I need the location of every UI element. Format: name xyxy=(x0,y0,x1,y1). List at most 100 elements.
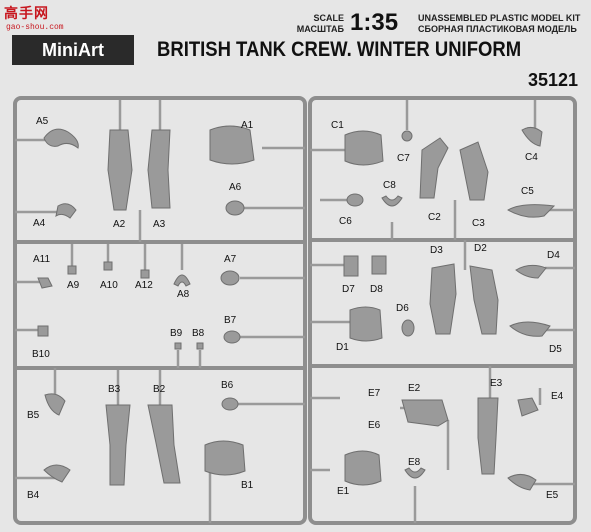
part-c2-leg xyxy=(419,137,449,199)
part-c5-hand xyxy=(506,204,556,218)
sprue-left-frame xyxy=(13,96,307,525)
part-d6-head xyxy=(401,319,415,337)
label-b4: B4 xyxy=(27,490,40,501)
scale-value: 1:35 xyxy=(350,9,399,36)
part-c4-hand xyxy=(521,126,543,147)
part-b1-torso xyxy=(204,440,246,476)
part-c8 xyxy=(381,195,403,207)
label-b2: B2 xyxy=(153,384,166,395)
part-d7 xyxy=(343,255,359,277)
miniart-logo: MiniArt xyxy=(12,35,134,65)
label-a10: A10 xyxy=(100,280,118,291)
sprue-right-frame xyxy=(308,96,577,525)
label-d3: D3 xyxy=(430,245,443,256)
part-a2-leg xyxy=(107,129,133,211)
label-c8: C8 xyxy=(383,180,396,191)
part-a9 xyxy=(67,265,77,275)
part-e5-hand xyxy=(507,474,537,491)
part-e2-leg xyxy=(401,399,449,427)
part-d2-leg xyxy=(469,265,499,335)
label-d5: D5 xyxy=(549,344,562,355)
part-c1-torso xyxy=(344,130,384,166)
label-b3: B3 xyxy=(108,384,121,395)
part-b7-head xyxy=(223,330,241,344)
part-b8 xyxy=(196,342,204,350)
label-b7: B7 xyxy=(224,315,237,326)
label-d8: D8 xyxy=(370,284,383,295)
label-a8: A8 xyxy=(177,289,190,300)
part-d5-hand xyxy=(509,321,551,337)
label-e5: E5 xyxy=(546,490,559,501)
label-c6: C6 xyxy=(339,216,352,227)
part-a3-leg xyxy=(147,129,171,209)
label-d6: D6 xyxy=(396,303,409,314)
label-b9: B9 xyxy=(170,328,183,339)
label-c5: C5 xyxy=(521,186,534,197)
label-a1: A1 xyxy=(241,120,254,131)
label-d4: D4 xyxy=(547,250,560,261)
label-c4: C4 xyxy=(525,152,538,163)
label-e6: E6 xyxy=(368,420,381,431)
part-d1-torso xyxy=(349,306,383,342)
watermark-url: gao-shou.com xyxy=(6,23,64,32)
label-a7: A7 xyxy=(224,254,237,265)
label-e4: E4 xyxy=(551,391,564,402)
label-c3: C3 xyxy=(472,218,485,229)
watermark-logo: 高手网 xyxy=(4,5,49,21)
part-a8 xyxy=(173,274,191,287)
part-a6-head xyxy=(225,200,245,216)
part-a7-head xyxy=(220,270,240,286)
label-b1: B1 xyxy=(241,480,254,491)
part-e1-torso xyxy=(344,450,382,486)
part-b9 xyxy=(174,342,182,350)
label-e2: E2 xyxy=(408,383,421,394)
label-a4: A4 xyxy=(33,218,46,229)
label-e8: E8 xyxy=(408,457,421,468)
part-a11 xyxy=(37,277,53,289)
part-b6-head xyxy=(221,397,239,411)
label-d1: D1 xyxy=(336,342,349,353)
part-b4-hand xyxy=(43,464,71,483)
part-d8 xyxy=(371,255,387,275)
scale-label: SCALE МАСШТАБ xyxy=(292,13,344,35)
label-e1: E1 xyxy=(337,486,350,497)
label-a5: A5 xyxy=(36,116,49,127)
part-d4-hand xyxy=(515,264,547,279)
part-e4-hand xyxy=(517,397,539,417)
label-c7: C7 xyxy=(397,153,410,164)
part-a1-torso xyxy=(209,125,255,165)
kit-title: BRITISH TANK CREW. WINTER UNIFORM xyxy=(157,38,522,61)
kit-type-en: UNASSEMBLED PLASTIC MODEL KIT xyxy=(418,13,581,23)
scale-label-en: SCALE xyxy=(313,13,344,23)
scale-label-ru: МАСШТАБ xyxy=(296,24,344,34)
part-e8 xyxy=(404,467,426,479)
label-a12: A12 xyxy=(135,280,153,291)
label-b5: B5 xyxy=(27,410,40,421)
part-b3-leg xyxy=(105,404,131,486)
label-c2: C2 xyxy=(428,212,441,223)
label-b6: B6 xyxy=(221,380,234,391)
part-a5 xyxy=(43,128,79,149)
part-d3-leg xyxy=(429,263,457,335)
label-b8: B8 xyxy=(192,328,205,339)
label-e3: E3 xyxy=(490,378,503,389)
label-a2: A2 xyxy=(113,219,126,230)
label-b10: B10 xyxy=(32,349,50,360)
part-a10 xyxy=(103,261,113,271)
part-c3-leg xyxy=(459,141,489,201)
part-c6-head xyxy=(346,193,364,207)
label-a6: A6 xyxy=(229,182,242,193)
label-d2: D2 xyxy=(474,243,487,254)
part-e3-leg xyxy=(477,397,499,475)
kit-number: 35121 xyxy=(528,70,579,90)
label-c1: C1 xyxy=(331,120,344,131)
kit-type-ru: СБОРНАЯ ПЛАСТИКОВАЯ МОДЕЛЬ xyxy=(418,24,577,34)
label-e7: E7 xyxy=(368,388,381,399)
label-a9: A9 xyxy=(67,280,80,291)
part-a-b10 xyxy=(37,325,49,337)
label-a11: A11 xyxy=(33,254,50,265)
part-b5-hand xyxy=(44,393,66,416)
label-a3: A3 xyxy=(153,219,166,230)
part-b2-leg xyxy=(147,404,181,484)
